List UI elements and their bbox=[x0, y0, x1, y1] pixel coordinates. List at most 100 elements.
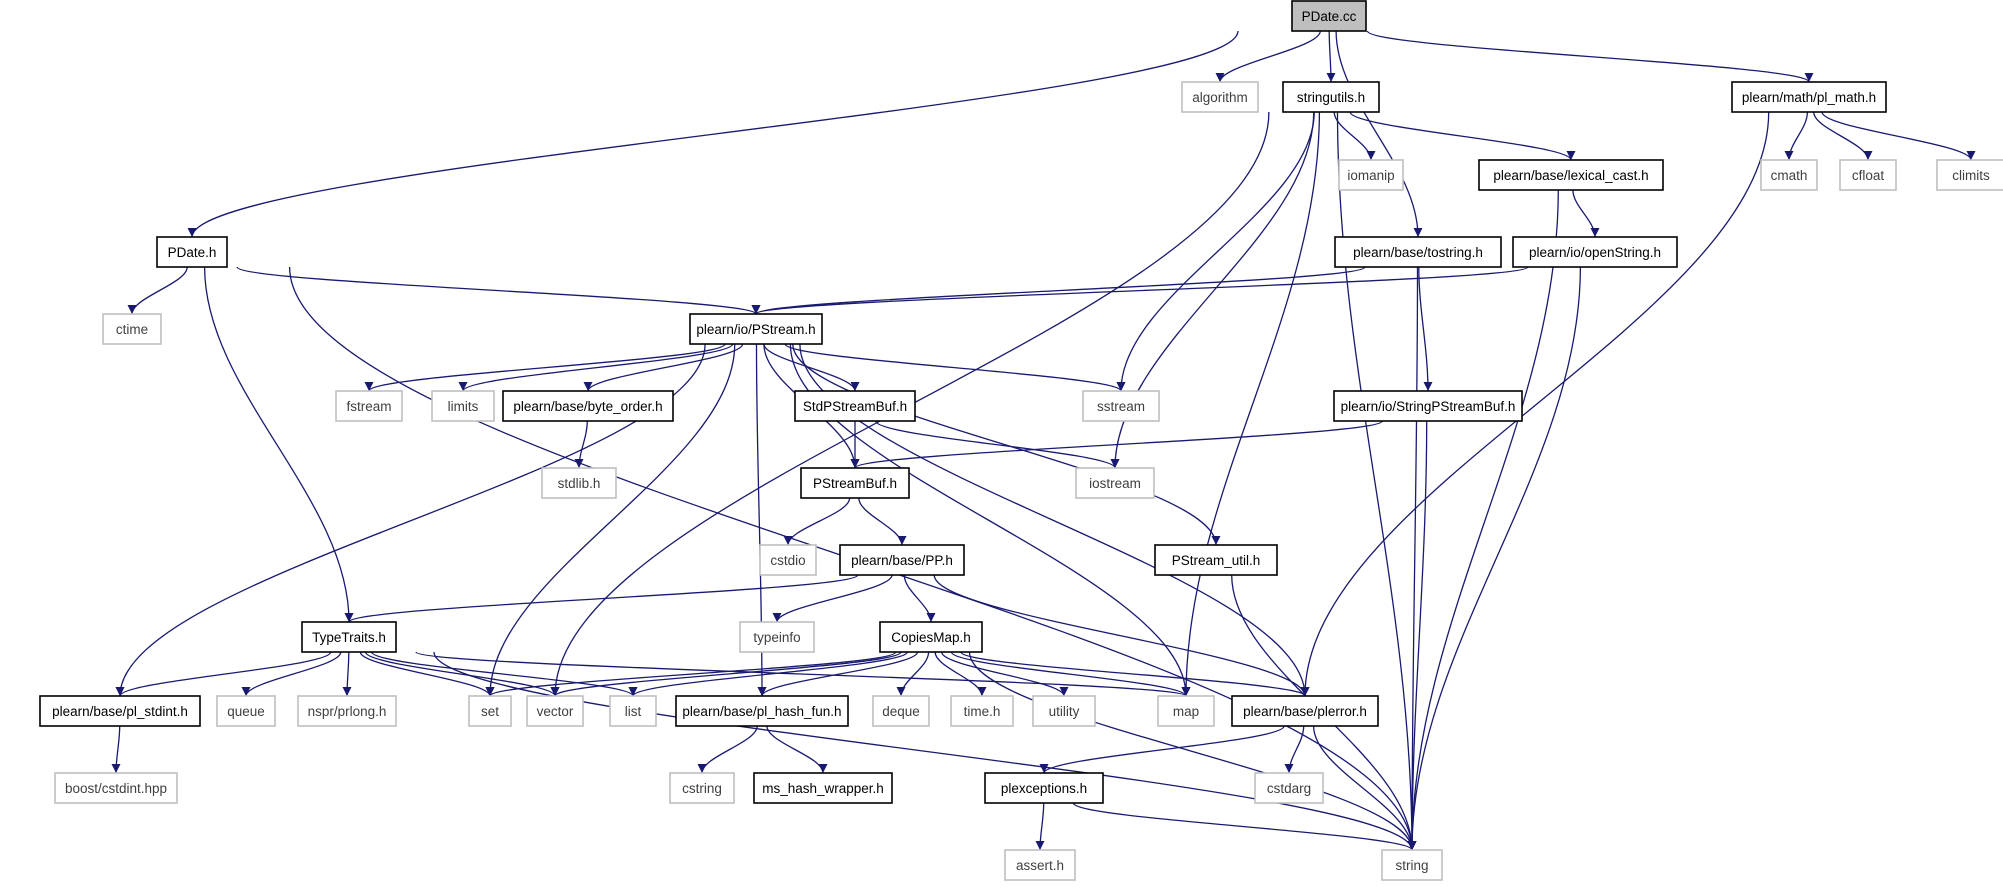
node-set: set bbox=[468, 695, 512, 727]
node-iostream: iostream bbox=[1075, 467, 1155, 499]
node-assert-h: assert.h bbox=[1004, 849, 1076, 881]
node-queue: queue bbox=[216, 695, 276, 727]
node-box bbox=[1004, 849, 1076, 881]
node-label: deque bbox=[882, 704, 920, 719]
node-box bbox=[216, 695, 276, 727]
node-label: climits bbox=[1952, 168, 1990, 183]
node-plerror-h[interactable]: plearn/base/plerror.h bbox=[1231, 695, 1379, 727]
node-list: list bbox=[609, 695, 657, 727]
node-pl-math-h[interactable]: plearn/math/pl_math.h bbox=[1731, 81, 1887, 113]
node-box bbox=[39, 695, 201, 727]
node-label: plearn/io/StringPStreamBuf.h bbox=[1341, 399, 1516, 414]
node-box bbox=[984, 772, 1104, 804]
node-fstream: fstream bbox=[335, 390, 403, 422]
node-stdpstreambuf-h[interactable]: StdPStreamBuf.h bbox=[794, 390, 916, 422]
node-typeinfo: typeinfo bbox=[739, 621, 815, 653]
node-label: sstream bbox=[1097, 399, 1145, 414]
node-box bbox=[1731, 81, 1887, 113]
node-cfloat: cfloat bbox=[1839, 159, 1897, 191]
node-pstreambuf-h[interactable]: PStreamBuf.h bbox=[800, 467, 910, 499]
node-plexceptions-h[interactable]: plexceptions.h bbox=[984, 772, 1104, 804]
node-pstream-h[interactable]: plearn/io/PStream.h bbox=[689, 313, 823, 345]
edge-copiesmap_h-to-set bbox=[485, 651, 897, 697]
node-label: cstring bbox=[682, 781, 722, 796]
node-label: plearn/base/pl_hash_fun.h bbox=[682, 704, 841, 719]
edge-layer bbox=[111, 30, 1976, 851]
node-pdate-cc[interactable]: PDate.cc bbox=[1291, 0, 1367, 32]
edge-lexical_cast_h-to-string bbox=[1407, 189, 1559, 851]
node-copiesmap-h[interactable]: CopiesMap.h bbox=[879, 621, 983, 653]
node-label: plearn/io/openString.h bbox=[1529, 245, 1661, 260]
edge-typetraits_h-to-vector bbox=[364, 651, 560, 697]
node-box bbox=[1512, 236, 1678, 268]
edge-pstream_h-to-byte_order_h bbox=[583, 343, 744, 392]
node-box bbox=[950, 695, 1014, 727]
node-box bbox=[502, 390, 674, 422]
node-box bbox=[1181, 81, 1259, 113]
edge-stdpstreambuf_h-to-iostream bbox=[875, 420, 1120, 469]
node-label: map bbox=[1173, 704, 1199, 719]
node-label: StdPStreamBuf.h bbox=[803, 399, 907, 414]
node-box bbox=[739, 621, 815, 653]
node-label: utility bbox=[1049, 704, 1080, 719]
node-algorithm: algorithm bbox=[1181, 81, 1259, 113]
node-box bbox=[689, 313, 823, 345]
edge-pl_math_h-to-cfloat bbox=[1813, 111, 1873, 161]
edge-pdate_h-to-typetraits_h bbox=[203, 266, 354, 623]
node-label: CopiesMap.h bbox=[891, 630, 971, 645]
edge-pstream_h-to-fstream bbox=[364, 343, 726, 392]
node-pdate-h[interactable]: PDate.h bbox=[156, 236, 228, 268]
edge-stringutils_h-to-lexical_cast_h bbox=[1349, 111, 1576, 161]
edge-tostring_h-to-string bbox=[1407, 266, 1419, 851]
node-string: string bbox=[1381, 849, 1443, 881]
edge-typetraits_h-to-string bbox=[433, 651, 1417, 851]
node-label: plearn/math/pl_math.h bbox=[1742, 90, 1876, 105]
node-label: cmath bbox=[1771, 168, 1808, 183]
edge-stringutils_h-to-map bbox=[1181, 111, 1321, 697]
edge-pdate_cc-to-algorithm bbox=[1215, 30, 1321, 83]
node-label: set bbox=[481, 704, 499, 719]
node-stringpstreambuf-h[interactable]: plearn/io/StringPStreamBuf.h bbox=[1333, 390, 1523, 422]
edge-pstream_h-to-sstream bbox=[784, 343, 1126, 392]
node-label: ms_hash_wrapper.h bbox=[762, 781, 884, 796]
edge-tostring_h-to-stringpstreambuf_h bbox=[1418, 266, 1433, 392]
edge-plexceptions_h-to-string bbox=[1072, 802, 1417, 851]
node-box bbox=[669, 772, 735, 804]
node-box bbox=[872, 695, 930, 727]
node-vector: vector bbox=[526, 695, 584, 727]
node-box bbox=[1936, 159, 2003, 191]
node-label: plearn/base/byte_order.h bbox=[513, 399, 662, 414]
node-label: iomanip bbox=[1347, 168, 1394, 183]
node-byte-order-h[interactable]: plearn/base/byte_order.h bbox=[502, 390, 674, 422]
node-box bbox=[156, 236, 228, 268]
node-tostring-h[interactable]: plearn/base/tostring.h bbox=[1334, 236, 1502, 268]
edge-plexceptions_h-to-assert_h bbox=[1035, 802, 1045, 851]
edge-copiesmap_h-to-list bbox=[628, 651, 908, 697]
node-ms-hash-wrapper-h[interactable]: ms_hash_wrapper.h bbox=[753, 772, 893, 804]
edge-openstring_h-to-string bbox=[1407, 266, 1582, 851]
node-typetraits-h[interactable]: TypeTraits.h bbox=[301, 621, 397, 653]
node-label: assert.h bbox=[1016, 858, 1064, 873]
edge-pdate_cc-to-pl_math_h bbox=[1366, 30, 1814, 83]
node-openstring-h[interactable]: plearn/io/openString.h bbox=[1512, 236, 1678, 268]
edge-pdate_h-to-pstream_h bbox=[236, 266, 761, 315]
edge-typetraits_h-to-set bbox=[359, 651, 495, 697]
edge-pstream_h-to-pstream_util_h bbox=[792, 343, 1221, 546]
node-label: list bbox=[625, 704, 642, 719]
node-pl-hash-fun-h[interactable]: plearn/base/pl_hash_fun.h bbox=[675, 695, 849, 727]
node-box bbox=[675, 695, 849, 727]
node-pstream-util-h[interactable]: PStream_util.h bbox=[1154, 544, 1278, 576]
node-stdlib-h: stdlib.h bbox=[541, 467, 617, 499]
edge-typetraits_h-to-queue bbox=[241, 651, 342, 697]
node-label: cstdarg bbox=[1267, 781, 1311, 796]
edge-pp_h-to-typeinfo bbox=[772, 574, 893, 623]
node-box bbox=[1338, 159, 1404, 191]
node-stringutils-h[interactable]: stringutils.h bbox=[1282, 81, 1380, 113]
node-pl-stdint-h[interactable]: plearn/base/pl_stdint.h bbox=[39, 695, 201, 727]
node-box bbox=[1839, 159, 1897, 191]
edge-pl_hash_fun_h-to-ms_hash_wrapper_h bbox=[766, 725, 828, 774]
node-pp-h[interactable]: plearn/base/PP.h bbox=[839, 544, 965, 576]
node-lexical-cast-h[interactable]: plearn/base/lexical_cast.h bbox=[1478, 159, 1664, 191]
node-label: limits bbox=[448, 399, 479, 414]
edge-pl_math_h-to-cmath bbox=[1784, 111, 1809, 161]
